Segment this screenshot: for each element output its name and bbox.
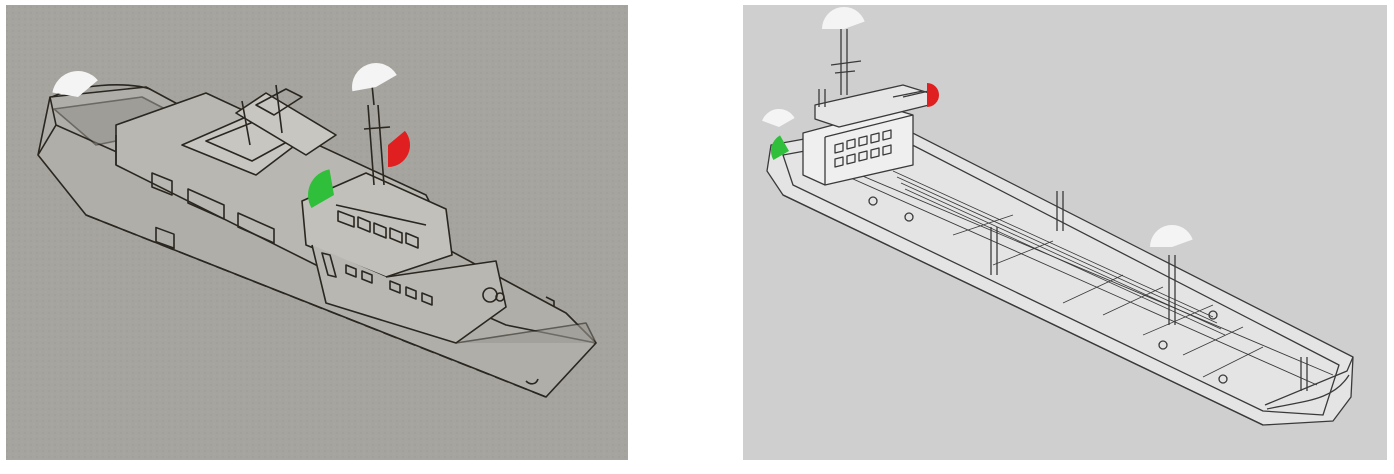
tanker-illustration	[743, 5, 1387, 460]
yacht-illustration	[6, 5, 628, 460]
tanker-illustration-panel	[743, 5, 1387, 460]
yacht-illustration-panel	[6, 5, 628, 460]
